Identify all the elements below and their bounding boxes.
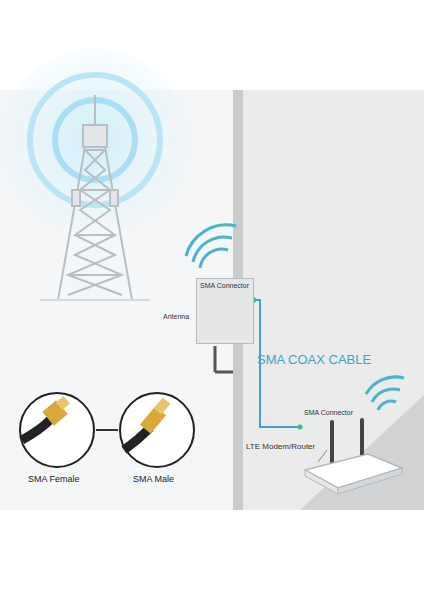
floor — [300, 395, 424, 510]
cell-tower — [40, 95, 150, 300]
cable-title: SMA COAX CABLE — [257, 352, 371, 367]
node-text: SMA Connector — [200, 282, 250, 289]
antenna-panel: SMA Connector — [196, 278, 254, 344]
sma-female-picture — [20, 393, 94, 467]
connector-name: SMA Male — [133, 474, 174, 484]
node-text: SMA Connector — [304, 409, 396, 416]
antenna-waves — [186, 225, 236, 268]
connector-name: SMA Female — [28, 474, 80, 484]
link-line — [96, 429, 118, 431]
leader-line — [318, 450, 327, 462]
antenna-mount — [215, 346, 233, 372]
signal-waves — [3, 48, 187, 232]
part-label: Antenna — [163, 313, 189, 320]
router-waves — [366, 377, 404, 410]
sma-male-picture — [120, 393, 194, 467]
router — [305, 420, 402, 494]
part-label: LTE Modem/Router — [246, 442, 315, 451]
wall — [243, 90, 424, 510]
connector-dot — [298, 425, 303, 430]
